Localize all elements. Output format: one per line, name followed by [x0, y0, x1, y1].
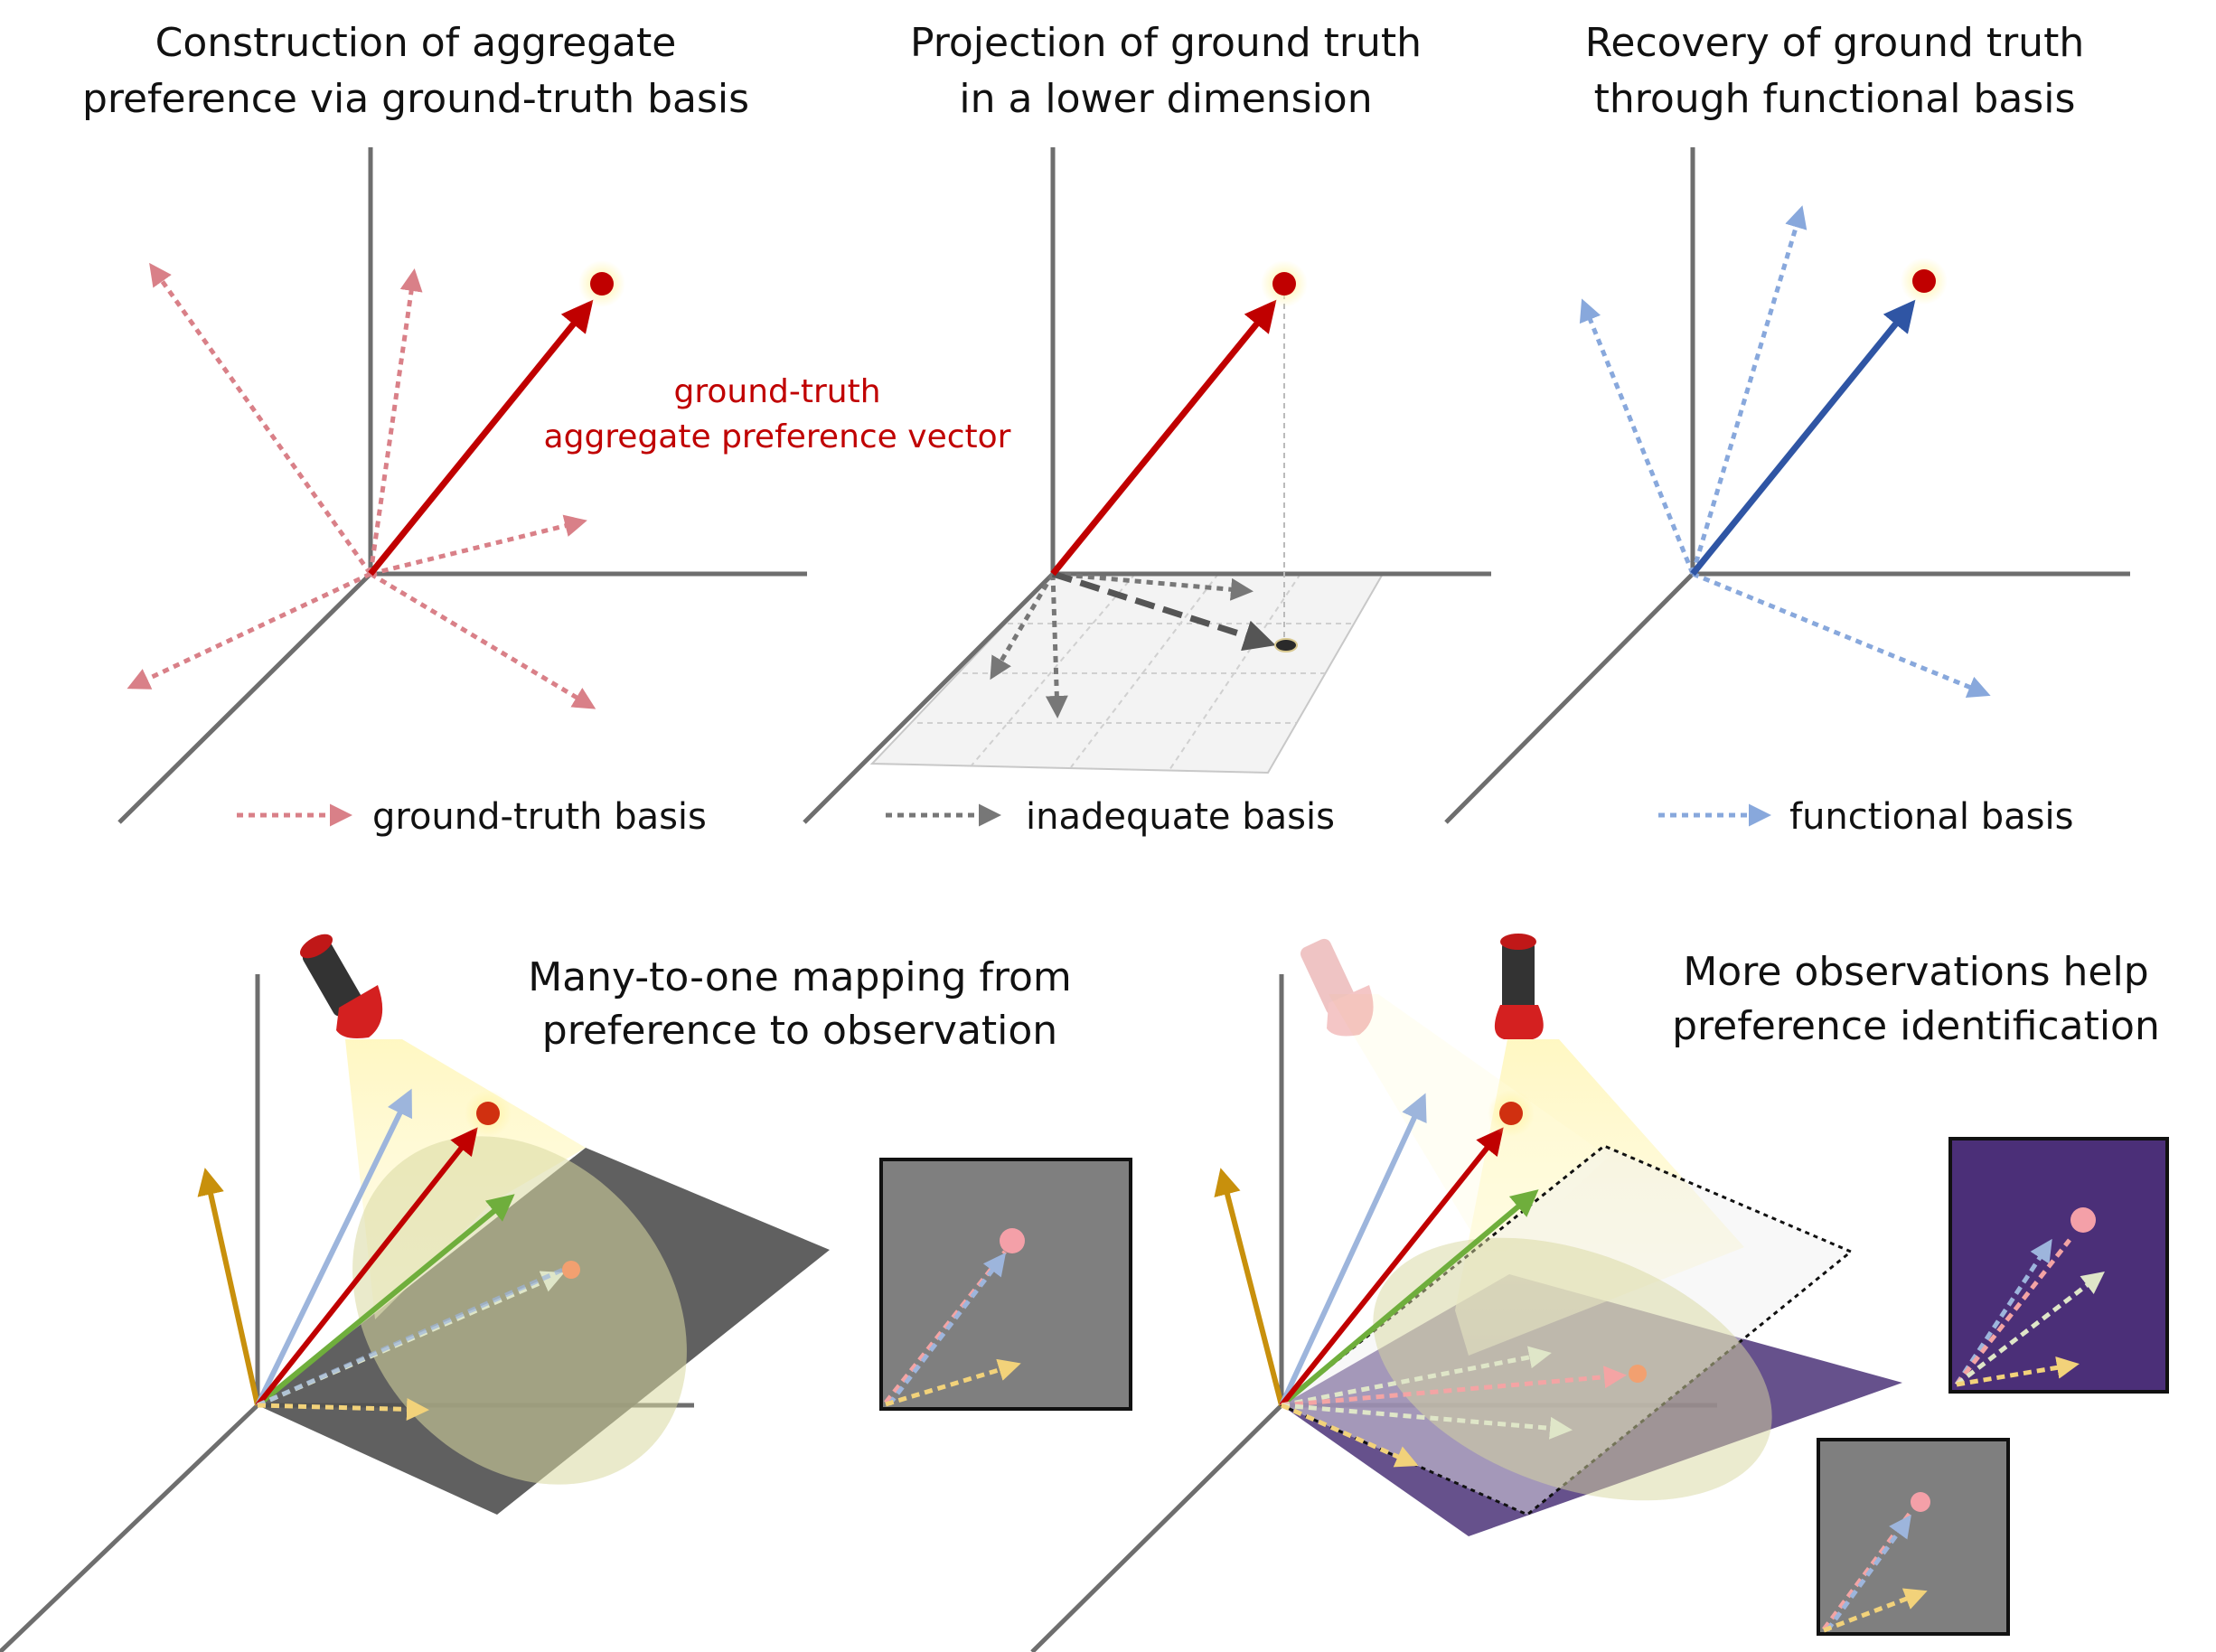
flashlight-icon: [1494, 934, 1544, 1039]
panel-many-to-one: Many-to-one mapping from preference to o…: [0, 934, 1132, 1652]
flashlight-icon: [1300, 938, 1374, 1037]
panel2-axes: [803, 147, 1491, 824]
glow-point-icon: [578, 260, 625, 307]
panel5-title-line2: preference identification: [1672, 1003, 2160, 1049]
panel3-title-line1: Recovery of ground truth: [1585, 20, 2084, 66]
panel5-blue-vector: [1279, 1093, 1427, 1407]
panel5-projected-point: [1629, 1365, 1647, 1383]
panel4-gold-axis-vector: [197, 1168, 260, 1406]
panel5-gold-axis-vector: [1214, 1168, 1284, 1406]
glow-point-icon: [1261, 260, 1308, 307]
panel5-projected-vectors: [1280, 1346, 1627, 1468]
panel1-ground-truth-vector: [368, 299, 594, 577]
panel4-title-line1: Many-to-one mapping from: [528, 954, 1072, 1000]
panel-construction: Construction of aggregate preference via…: [82, 20, 1011, 838]
panel5-ground-truth-vector: [1279, 1127, 1504, 1407]
flashlight-icon: [299, 934, 383, 1038]
panel1-annotation-line1: ground-truth: [673, 373, 880, 410]
panel2-projection-plane: [869, 573, 1385, 774]
panel2-projected-point: [1274, 638, 1298, 652]
panel1-annotation-line2: aggregate preference vector: [544, 418, 1011, 455]
panel4-green-vector: [256, 1194, 515, 1408]
panel3-functional-basis-vectors: [1579, 205, 1991, 698]
panel4-title-line2: preference to observation: [542, 1008, 1057, 1054]
panel2-projected-vector: [1051, 570, 1276, 652]
glow-point-icon: [465, 1090, 512, 1137]
panel-recovery: Recovery of ground truth through functio…: [1444, 20, 2130, 838]
panel4-projected-point: [562, 1261, 580, 1279]
panel3-axes: [1444, 147, 2130, 824]
panel4-light-spot: [352, 1136, 687, 1485]
panel2-plane-grid: [917, 573, 1354, 771]
panel2-inadequate-basis-vectors: [990, 571, 1254, 718]
panel-more-observations: More observations help preference identi…: [1030, 934, 2169, 1652]
panel5-light-spot: [1373, 1237, 1772, 1501]
glow-point-icon: [1901, 258, 1948, 305]
panel2-ground-truth-vector: [1050, 299, 1277, 577]
panel5-title-line1: More observations help: [1683, 949, 2148, 995]
panel5-observation-screen-purple: [1948, 1137, 2169, 1394]
panel-projection: Projection of ground truth in a lower di…: [803, 20, 1491, 838]
panel4-observation-screen: [879, 1158, 1132, 1411]
panel5-observation-screen-gray: [1817, 1438, 2010, 1636]
panel2-title-line2: in a lower dimension: [959, 76, 1372, 122]
panel5-green-vector: [1280, 1189, 1539, 1408]
panel1-title-line2: preference via ground-truth basis: [82, 76, 749, 122]
panel4-blue-vector: [255, 1088, 412, 1407]
panel3-recovered-vector: [1690, 299, 1916, 577]
panel1-legend-label: ground-truth basis: [372, 796, 707, 838]
panel1-axes: [117, 147, 807, 824]
panel4-projected-vectors: [256, 1266, 567, 1421]
panel1-ground-truth-basis-vectors: [127, 262, 596, 709]
glow-point-icon: [1488, 1090, 1535, 1137]
panel1-title-line1: Construction of aggregate: [155, 20, 677, 66]
panel2-legend-label: inadequate basis: [1026, 796, 1335, 838]
panel2-title-line1: Projection of ground truth: [910, 20, 1422, 66]
panel4-ground-truth-vector: [255, 1127, 478, 1407]
panel3-legend-label: functional basis: [1789, 796, 2073, 838]
panel3-title-line2: through functional basis: [1594, 76, 2076, 122]
